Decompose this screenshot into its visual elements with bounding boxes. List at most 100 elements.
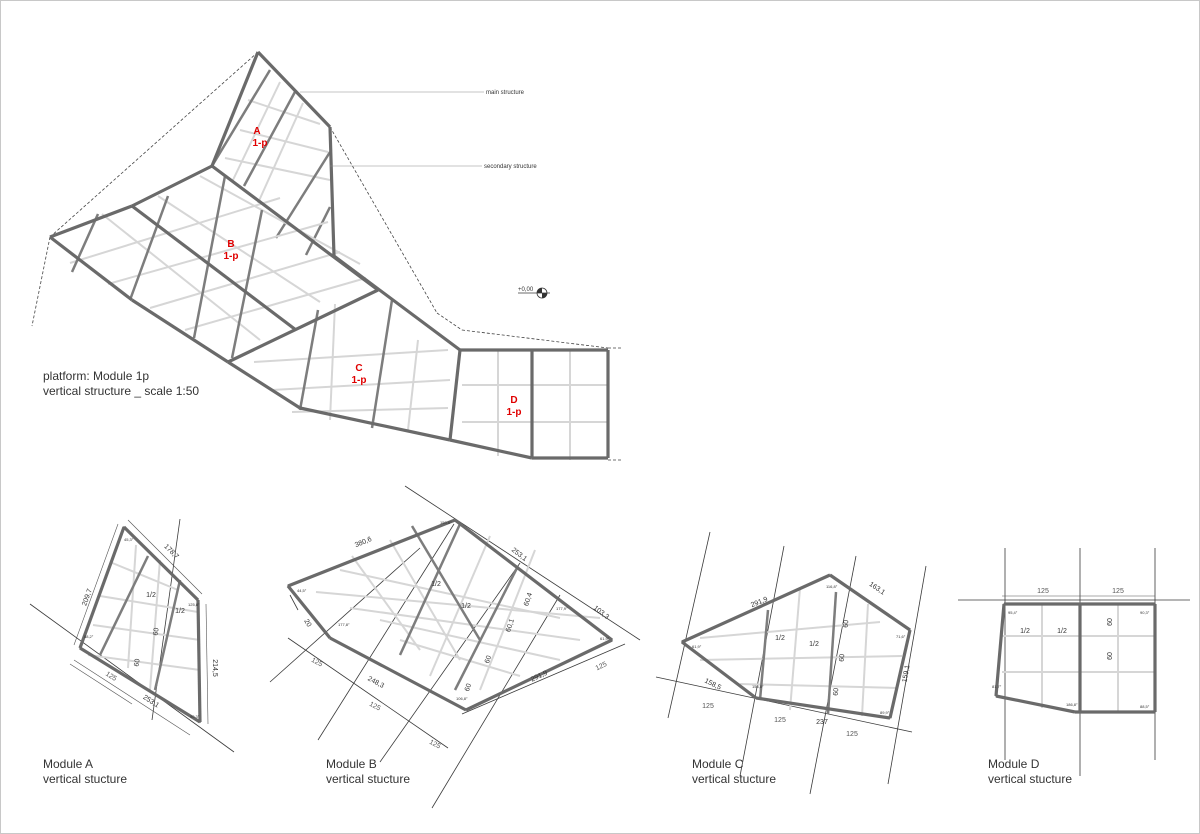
module-d-dim-5: 60 [1107, 652, 1114, 660]
module-b-dim-14: 125 [428, 739, 442, 751]
module-c-dim-1: 163,1 [868, 581, 887, 597]
module-a-angle-2: 90,3° [190, 714, 200, 719]
module-d-dim-2: 1/2 [1020, 628, 1030, 635]
secondary-structure-note: secondary structure [484, 164, 537, 170]
module-b-dim-4: 291,9 [530, 670, 549, 684]
module-a-subtitle: vertical stucture [43, 772, 128, 786]
module-a-angle-1: 125,8° [188, 602, 200, 607]
module-a-detail: 209,7 178,7 214,5 253,1 125 1/2 1/2 60 6… [29, 518, 235, 753]
module-b-dim-5: 20 [302, 618, 312, 628]
platform-subtitle: vertical structure _ scale 1:50 [43, 384, 200, 398]
module-a-dim-8: 60 [133, 658, 141, 667]
module-a-angle-0: 45,3° [124, 537, 134, 542]
module-a-dim-7: 60 [152, 627, 160, 636]
module-d-letter: D [510, 395, 517, 406]
module-d-angle-4: 88,5° [1140, 704, 1150, 709]
module-c-dim-8: 60 [839, 654, 847, 662]
construction-line [436, 312, 463, 331]
construction-line [49, 51, 259, 238]
module-d-caption: Module D vertical stucture [988, 757, 1072, 787]
module-c-dim-6: 1/2 [809, 641, 819, 648]
module-b-title: Module B [326, 757, 377, 771]
module-a-outline [79, 525, 201, 724]
main-structure [49, 50, 610, 460]
module-c-dim-3: 159,1 [902, 664, 912, 683]
module-b-dim-10: 60 [484, 655, 493, 665]
module-a-detail-grid [87, 544, 201, 691]
module-c-angle-3: 156,8° [752, 684, 764, 689]
module-a-letter: A [253, 126, 260, 137]
module-d-angle-2: 81,7° [992, 684, 1002, 689]
platform-plan: main structure secondary structure +0,00… [31, 50, 622, 461]
module-b-letter: B [227, 239, 234, 250]
module-d-grid [462, 350, 608, 460]
module-d-angle-3: 186,8° [1066, 702, 1078, 707]
module-c-dim-10: 125 [702, 703, 714, 710]
module-d-detail: 125 125 1/2 1/2 60 60 95,4° 90,3° 81,7° … [958, 548, 1190, 776]
level-mark-label: +0,00 [518, 287, 534, 293]
module-d-dim-0: 125 [1037, 588, 1049, 595]
module-b-dim-3: 248,3 [366, 675, 385, 689]
module-b-dim-12: 125 [310, 657, 324, 669]
module-b-angle-5: 106,8° [456, 696, 468, 701]
module-b-dim-15: 125 [595, 661, 609, 672]
module-c-dim-9: 60 [833, 688, 841, 696]
module-a-grid [210, 69, 332, 256]
module-a-dim-6: 1/2 [175, 608, 185, 615]
module-b-dim-0: 380,6 [354, 536, 373, 549]
module-c-detail: 291,9 163,1 158,5 159,1 237 1/2 1/2 60 6… [655, 531, 927, 795]
module-c-subtitle: vertical stucture [692, 772, 777, 786]
module-b-dim-2: 103,3 [592, 605, 610, 621]
module-a-dim-0: 178,7 [162, 543, 179, 560]
module-d-dim-4: 60 [1107, 618, 1114, 626]
module-d-dim-1: 125 [1112, 588, 1124, 595]
module-b-subtitle: vertical stucture [326, 772, 411, 786]
level-marker: +0,00 [518, 287, 550, 299]
module-b-angle-3: 177,9° [556, 606, 568, 611]
module-c-letter: C [355, 363, 362, 374]
main-structure-note: main structure [486, 90, 525, 96]
module-c-caption: Module C vertical stucture [692, 757, 776, 787]
module-c-detail-grid [699, 587, 903, 717]
module-c-angle-4: 89,9° [880, 710, 890, 715]
module-c-title: Module C [692, 757, 744, 771]
construction-line [31, 236, 51, 327]
module-b-dim-8: 60,4 [523, 592, 534, 607]
module-b-dim-11: 60 [464, 683, 473, 693]
module-c-dim-4: 237 [816, 719, 828, 726]
module-b-angle-4: 61,9° [600, 636, 610, 641]
module-b-angle-0: 150,8° [440, 520, 452, 525]
module-b-grid [69, 175, 367, 359]
module-a-caption: Module A vertical stucture [43, 757, 127, 787]
module-a-code: 1-p [253, 138, 268, 149]
module-a-dim-2: 214,5 [211, 659, 218, 677]
module-b-caption: Module B vertical stucture [326, 757, 410, 787]
module-c-code: 1-p [352, 375, 367, 386]
construction-line [329, 126, 438, 314]
module-d-angle-0: 95,4° [1008, 610, 1018, 615]
module-c-dim-12: 125 [846, 731, 858, 738]
module-c-grid [253, 299, 451, 431]
module-d-angle-1: 90,3° [1140, 610, 1150, 615]
module-b-angle-2: 177,8° [338, 622, 350, 627]
module-b-dim-7: 1/2 [461, 603, 471, 610]
module-a-title: Module A [43, 757, 94, 771]
platform-title: platform: Module 1p [43, 369, 150, 383]
module-a-dim-5: 1/2 [146, 592, 156, 599]
module-d-outline [995, 603, 1156, 713]
module-c-angle-1: 61,9° [692, 644, 702, 649]
module-c-angle-0: 116,8° [826, 584, 838, 589]
module-d-code: 1-p [507, 407, 522, 418]
module-b-dim-13: 125 [368, 701, 382, 713]
module-b-detail: 380,6 253,1 103,3 248,3 291,9 20 1/2 1/2… [269, 485, 641, 809]
module-d-detail-grid [1002, 604, 1155, 712]
construction-line [461, 329, 609, 349]
module-c-dim-5: 1/2 [775, 635, 785, 642]
module-c-dim-7: 60 [843, 620, 851, 628]
platform-caption: platform: Module 1p vertical structure _… [43, 369, 199, 399]
module-a-dim-1: 209,7 [81, 588, 94, 607]
module-d-dim-3: 1/2 [1057, 628, 1067, 635]
module-d-subtitle: vertical stucture [988, 772, 1073, 786]
module-d-title: Module D [988, 757, 1040, 771]
